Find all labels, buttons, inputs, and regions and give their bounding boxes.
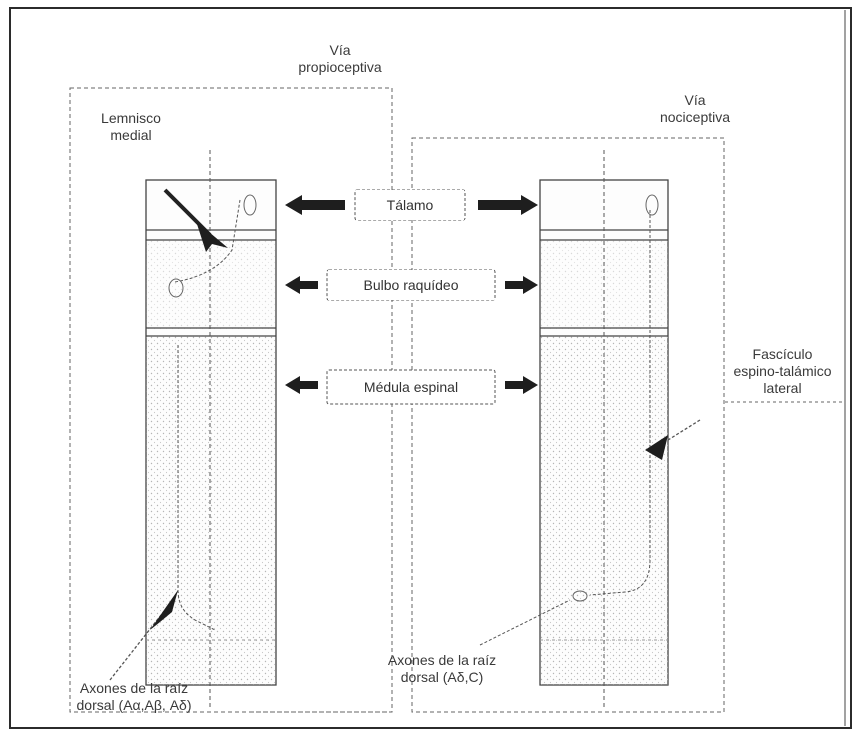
left-bulb-stipple (146, 240, 276, 330)
axones-left-line-1: Axones de la raíz (24, 680, 244, 697)
fasciculo-line-2: espino-talámico (720, 363, 845, 380)
lemnisco-medial-label: Lemnisco medial (76, 110, 186, 144)
level-medula-espinal: Médula espinal (328, 372, 494, 402)
level-thalamus: Tálamo (356, 190, 464, 220)
lemnisco-medial-line-1: Lemnisco (76, 110, 186, 127)
via-propioceptiva-line-1: Vía (270, 42, 410, 59)
medulla-arrow-right (505, 376, 538, 394)
axones-left-line-2: dorsal (Aα,Aβ, Aδ) (24, 697, 244, 714)
fasciculo-label: Fascículo espino-talámico lateral (720, 346, 845, 397)
via-nociceptiva-line-1: Vía (640, 92, 750, 109)
via-nociceptiva-label: Vía nociceptiva (640, 92, 750, 126)
axones-right-line-2: dorsal (Aδ,C) (362, 669, 522, 686)
left-spinal-stipple (146, 335, 276, 685)
via-propioceptiva-line-2: propioceptiva (270, 59, 410, 76)
via-propioceptiva-label: Vía propioceptiva (270, 42, 410, 76)
lemnisco-medial-line-2: medial (76, 127, 186, 144)
axones-left-label: Axones de la raíz dorsal (Aα,Aβ, Aδ) (24, 680, 244, 714)
axones-right-line-1: Axones de la raíz (362, 652, 522, 669)
right-column (540, 150, 668, 710)
thalamus-arrow-right (478, 195, 538, 215)
thalamus-arrow-left (285, 195, 345, 215)
medulla-arrow-left (285, 376, 318, 394)
via-nociceptiva-line-2: nociceptiva (640, 109, 750, 126)
axones-right-label: Axones de la raíz dorsal (Aδ,C) (362, 652, 522, 686)
bulb-arrow-right (505, 276, 538, 294)
fasciculo-line-3: lateral (720, 380, 845, 397)
fasciculo-line-1: Fascículo (720, 346, 845, 363)
bulb-arrow-left (285, 276, 318, 294)
level-bulbo-raquideo: Bulbo raquídeo (328, 270, 494, 300)
